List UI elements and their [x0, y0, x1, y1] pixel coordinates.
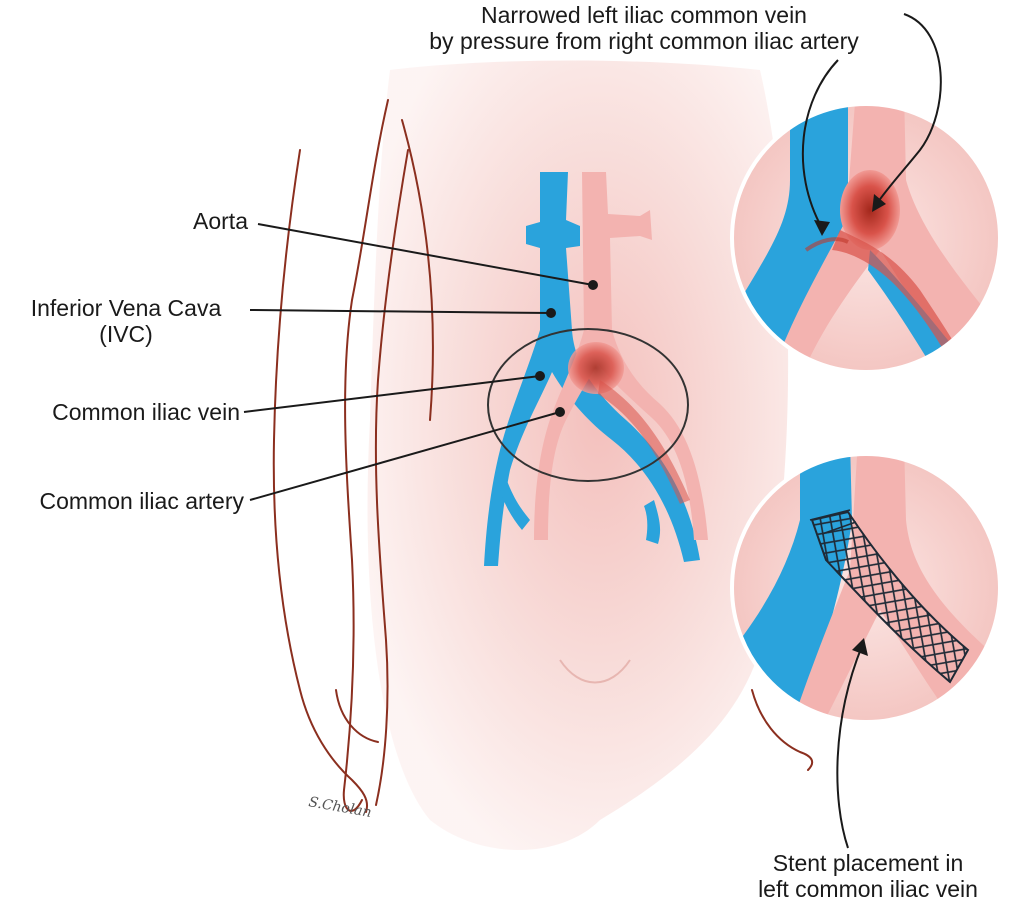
annotation-arrows [801, 13, 942, 849]
arrowhead-stent [852, 638, 868, 656]
highlight-oval [487, 328, 689, 482]
stent [810, 510, 970, 684]
iliac-vein-branch [500, 478, 530, 530]
label-common-iliac-vein: Common iliac vein [52, 399, 240, 425]
label-narrowed-vein: Narrowed left iliac common vein by press… [380, 2, 908, 54]
label-stent-placement: Stent placement in left common iliac vei… [730, 850, 1006, 902]
aorta-vessel [534, 172, 708, 540]
label-common-iliac-artery: Common iliac artery [39, 488, 245, 514]
arrow-narrowed-left [801, 59, 839, 229]
iliac-vein-branch-left [644, 500, 661, 544]
label-ivc: Inferior Vena Cava (IVC) [8, 295, 244, 347]
label-aorta: Aorta [193, 208, 248, 234]
torso-skin [367, 60, 789, 851]
arrow-stent [836, 645, 863, 849]
leader-lines [243, 223, 594, 501]
label-stent-line1: Stent placement in [772, 850, 964, 876]
arrow-narrowed-right [877, 13, 942, 203]
zoom-circle-stent [730, 452, 1002, 724]
label-stent-line2: left common iliac vein [758, 876, 978, 902]
artist-signature: S.Cholan [307, 794, 372, 821]
compression-zone [568, 342, 624, 394]
body-outline [272, 99, 814, 813]
zoom-circle-compression [730, 102, 1002, 374]
label-ivc-line2: (IVC) [99, 321, 153, 347]
arrowhead-left [814, 220, 830, 236]
vessel-diagram [484, 172, 708, 566]
label-narrowed-line2: by pressure from right common iliac arte… [429, 28, 859, 54]
arrowhead-right [872, 194, 886, 212]
label-narrowed-line1: Narrowed left iliac common vein [481, 2, 807, 28]
label-ivc-line1: Inferior Vena Cava [30, 295, 222, 321]
